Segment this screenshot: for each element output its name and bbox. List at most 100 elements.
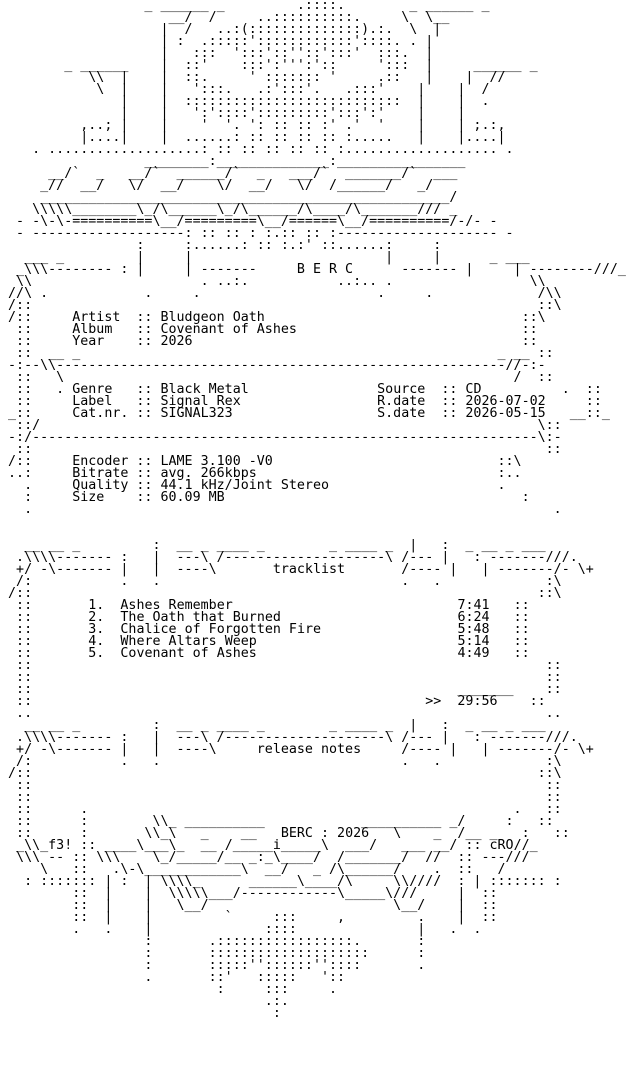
art-line: //\ . . . . . /\\ bbox=[0, 286, 562, 301]
art-line: :: :: bbox=[0, 670, 562, 685]
track-number: 3. bbox=[88, 622, 105, 637]
release-date-value: 2026-07-02 bbox=[465, 394, 546, 409]
nfo-document: _ ______ _ .::::. _ ______ _ __/ / ..:::… bbox=[0, 0, 626, 1021]
art-line: . ::' ::::: ':: bbox=[0, 970, 346, 985]
art-line: : ::::::: | : | \\\\_ ______\____/\ \\//… bbox=[0, 874, 562, 889]
track-title: Covenant of Ashes bbox=[120, 646, 257, 661]
art-line: +/ -\------- | | ----\ release notes /--… bbox=[0, 742, 594, 757]
art-line: |....| | ......: :: :: :: :: :..... | |.… bbox=[0, 130, 506, 145]
info-row: /:: Artist :: Bludgeon Oath ::\ bbox=[0, 310, 546, 325]
bitrate-value: avg. 266kbps bbox=[160, 466, 257, 481]
art-line: /:: ::\ bbox=[0, 586, 562, 601]
art-line: ::/ \:: bbox=[0, 418, 562, 433]
art-line: :: | | \__/ \__/ | :: bbox=[0, 898, 498, 913]
art-line: :: _______ :: bbox=[0, 682, 562, 697]
art-line: :: \ / :: bbox=[0, 370, 554, 385]
art-line: __ __ _ : __ _ ____ _ _ ____ _ | : _ __ … bbox=[0, 718, 546, 733]
art-line: | / ..:(::::::::::::::).:. \ | bbox=[0, 22, 442, 37]
art-line: -:--\\----------------------------------… bbox=[0, 358, 546, 373]
size-value: 60.09 MB bbox=[160, 490, 225, 505]
art-line: : :::::''::::::'':::: . bbox=[0, 958, 426, 973]
art-line: /: . . . . :\ bbox=[0, 754, 562, 769]
art-line: :: :: bbox=[0, 658, 562, 673]
footer-year: 2026 bbox=[337, 826, 370, 841]
art-line: : :::::::::::::::::::: : bbox=[0, 946, 426, 961]
quality-value: 44.1 kHz/Joint Stereo bbox=[160, 478, 329, 493]
release-notes-heading: release notes bbox=[256, 742, 362, 757]
street-date-value: 2026-05-15 bbox=[465, 406, 546, 421]
art-line: | : .:::::'::::::::::::'::::. . | bbox=[0, 34, 434, 49]
track-row: :: 1. Ashes Remember 7:41 :: bbox=[0, 598, 530, 613]
track-number: 4. bbox=[88, 634, 105, 649]
art-line: /: . . . . :\ bbox=[0, 574, 562, 589]
art-line: - -\-\-==========\__/=========\__/======… bbox=[0, 214, 498, 229]
info-row: . Quality :: 44.1 kHz/Joint Stereo . bbox=[0, 478, 506, 493]
track-length: 7:41 bbox=[457, 598, 490, 613]
art-line: : ::: . bbox=[0, 982, 338, 997]
art-line: :: | | \\\\\___/------------\_____\/// |… bbox=[0, 886, 498, 901]
year-value: 2026 bbox=[160, 334, 193, 349]
art-line: \\\\\________\_/\______\_/\______/\____/… bbox=[0, 202, 458, 217]
art-line: _// __/ \/ __/ \/ __/ \/ /______/ _/ bbox=[0, 178, 434, 193]
art-line: . ...................: :: :: :: :: :: :.… bbox=[0, 142, 514, 157]
art-line: - -------------------: :: :: : :.:: :: :… bbox=[0, 226, 514, 241]
genre-value: Black Metal bbox=[160, 382, 249, 397]
art-line: . . bbox=[0, 502, 562, 517]
tracklist-heading: tracklist bbox=[272, 562, 346, 577]
track-row: :: 2. The Oath that Burned 6:24 :: bbox=[0, 610, 530, 625]
track-number: 2. bbox=[88, 610, 105, 625]
art-line: : bbox=[0, 1006, 281, 1021]
art-line: | | ':'::::':::::::::':::':' | | bbox=[0, 106, 466, 121]
art-line: \\\ -- :: \\\ \_/_____/__ _:_\____/ /___… bbox=[0, 850, 530, 865]
art-line: _ ______ | ::' :::':''':':: '::: | _____… bbox=[0, 58, 538, 73]
track-row: :: 3. Chalice of Forgotten Fire 5:48 :: bbox=[0, 622, 530, 637]
track-length: 5:14 bbox=[457, 634, 490, 649]
art-line: .\\\\------- : | ---\ /-----------------… bbox=[0, 730, 578, 745]
track-length: 6:24 bbox=[457, 610, 490, 625]
source-value: CD bbox=[465, 382, 482, 397]
art-line: _ ______ _ .::::. _ ______ _ bbox=[0, 0, 490, 13]
credit-left: f3! bbox=[48, 838, 73, 853]
encoder-value: LAME 3.100 -V0 bbox=[160, 454, 273, 469]
track-title: Ashes Remember bbox=[120, 598, 233, 613]
credit-right: cRO bbox=[489, 838, 514, 853]
art-line: ________:______________:________________ bbox=[0, 154, 466, 169]
info-row: :: Label :: Signal Rex R.date :: 2026-07… bbox=[0, 394, 602, 409]
group-footer-name: BERC bbox=[280, 826, 313, 841]
art-line: \\ . ..:. ..:.. . \\ bbox=[0, 274, 546, 289]
info-row: :: Album :: Covenant of Ashes :: bbox=[0, 322, 538, 337]
art-line: \ :: .\-\____________\ __/ _ /\______/ .… bbox=[0, 862, 506, 877]
art-line: +/ -\------- | | ----\ tracklist /---- |… bbox=[0, 562, 594, 577]
track-title: Chalice of Forgotten Fire bbox=[120, 622, 322, 637]
art-line: | | ::::::::::::::::::::::::::: | | . bbox=[0, 94, 490, 109]
art-line: :: :: bbox=[0, 442, 562, 457]
track-row: :: 5. Covenant of Ashes 4:49 :: bbox=[0, 646, 530, 661]
art-line: :: :: bbox=[0, 778, 562, 793]
art-line: \ | | ':::. .:':::'. .:::' | | / bbox=[0, 82, 490, 97]
art-line: . . | :::: | . . bbox=[0, 922, 482, 937]
art-line: \\ | | ::. ' ::::::: ' .:: | | // bbox=[0, 70, 506, 85]
label-value: Signal Rex bbox=[160, 394, 241, 409]
art-line: .:. bbox=[0, 994, 289, 1009]
track-title: Where Altars Weep bbox=[120, 634, 257, 649]
art-line: __ __ _ : __ _ ____ _ _ ____ _ | : _ __ … bbox=[0, 538, 546, 553]
art-line: _\\\-------- : | | ------- B E R C -----… bbox=[0, 262, 626, 277]
info-row: /:: Encoder :: LAME 3.100 -V0 ::\ bbox=[0, 454, 522, 469]
art-line: : :......: :: :.:' ::......: : bbox=[0, 238, 442, 253]
track-number: 1. bbox=[88, 598, 105, 613]
art-line: ,..; | | ' '. ': :: :: :' .' ' | | ;.:, bbox=[0, 118, 506, 133]
track-title: The Oath that Burned bbox=[120, 610, 281, 625]
track-row: :: 4. Where Altars Weep 5:14 :: bbox=[0, 634, 530, 649]
info-row: ..: Bitrate :: avg. 266kbps :.. bbox=[0, 466, 522, 481]
art-line: /:: ::\ bbox=[0, 298, 562, 313]
info-row: :: . Genre :: Black Metal Source :: CD .… bbox=[0, 382, 602, 397]
art-line: :: :: bbox=[0, 790, 562, 805]
art-line: :: : \\_\ _ __ BERC : 2026 \ _ /__ _ : :… bbox=[0, 826, 570, 841]
track-length: 5:48 bbox=[457, 622, 490, 637]
album-value: Covenant of Ashes bbox=[160, 322, 297, 337]
total-row: :: >> 29:56 :: bbox=[0, 694, 546, 709]
art-line: ___ _ | | | | _ ___ bbox=[0, 250, 530, 265]
art-line: :: | | ` ::: , . | :: bbox=[0, 910, 498, 925]
art-line: __/` _ __/` ______/` _ ___/` _______/` _… bbox=[0, 166, 458, 181]
track-number: 5. bbox=[88, 646, 105, 661]
